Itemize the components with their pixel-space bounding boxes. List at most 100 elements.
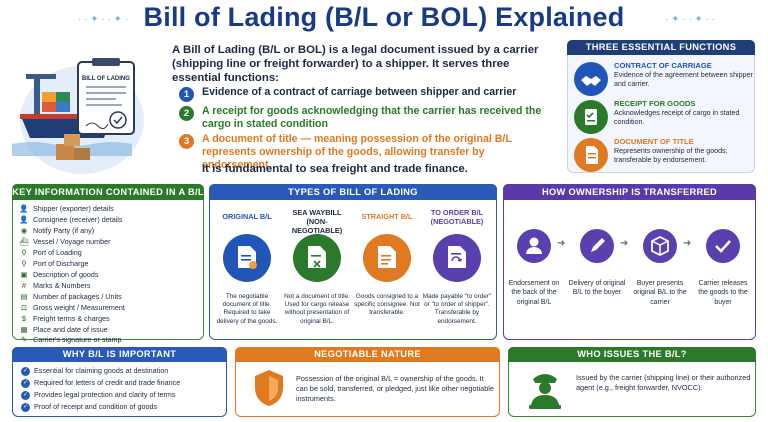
function-badge: 3 — [179, 134, 194, 149]
check-icon — [706, 229, 740, 263]
essential-item-title: DOCUMENT OF TITLE — [614, 137, 694, 146]
function-text: Evidence of a contract of carriage betwe… — [202, 86, 517, 98]
key-info-item: ◉Notify Party (if any) — [20, 226, 95, 235]
tag-icon: # — [21, 281, 27, 290]
key-info-item: 👤Consignee (receiver) details — [19, 215, 123, 224]
function-badge: 2 — [179, 106, 194, 121]
issuer-header: WHO ISSUES THE B/L? — [508, 347, 756, 362]
essential-item-desc: Represents ownership of the goods; trans… — [614, 147, 728, 164]
key-info-item: ▦Place and date of issue — [20, 325, 108, 334]
check-bullet-icon: ✓ — [21, 366, 30, 376]
type-title: STRAIGHT B/L — [361, 212, 413, 221]
key-info-item: ⚲Port of Discharge — [19, 259, 88, 269]
type-desc: Goods consigned to a specific consignee.… — [354, 293, 420, 317]
essential-item-title: CONTRACT OF CARRIAGE — [614, 61, 712, 70]
ownership-header: HOW OWNERSHIP IS TRANSFERRED — [503, 184, 756, 200]
essential-functions-header: THREE ESSENTIAL FUNCTIONS — [567, 40, 755, 55]
types-header: TYPES OF BILL OF LADING — [209, 184, 497, 200]
straight-doc-icon — [363, 234, 411, 282]
type-original: ORIGINAL B/L — [212, 209, 282, 222]
transfer-doc-icon — [433, 234, 481, 282]
waybill-icon — [293, 234, 341, 282]
handshake-icon — [574, 62, 608, 96]
cargo-ship-illustration: BILL OF LADING — [12, 58, 144, 174]
negotiable-text: Possession of the original B/L = ownersh… — [296, 374, 494, 403]
user-icon: 👤 — [19, 204, 29, 213]
key-info-item: ⚖Gross weight / Measurement — [20, 303, 125, 312]
bell-icon: ◉ — [20, 226, 28, 235]
type-straight: STRAIGHT B/L — [352, 209, 422, 222]
ownership-step-text: Carrier releases the goods to the buyer — [698, 280, 748, 306]
pen-icon — [580, 229, 614, 263]
essential-functions-panel: THREE ESSENTIAL FUNCTIONS CONTRACT OF CA… — [567, 40, 755, 173]
why-item: ✓Essential for claiming goods at destina… — [21, 366, 169, 376]
package-icon — [643, 229, 677, 263]
type-sea-waybill: SEA WAYBILL (NON-NEGOTIABLE) — [282, 208, 352, 235]
page-title: Bill of Lading (B/L or BOL) Explained — [143, 2, 625, 32]
scale-icon: ⚖ — [20, 303, 28, 312]
check-bullet-icon: ✓ — [21, 402, 30, 412]
person-icon — [517, 229, 551, 263]
pin-icon: ⚲ — [21, 259, 27, 268]
conclusion-text: It is fundamental to sea freight and tra… — [202, 163, 468, 175]
negotiable-header: NEGOTIABLE NATURE — [235, 347, 500, 362]
key-info-item: ✎Carrier's signature or stamp — [20, 335, 122, 344]
check-bullet-icon: ✓ — [21, 378, 30, 388]
money-icon: $ — [21, 314, 27, 323]
essential-item-desc: Evidence of the agreement between shippe… — [614, 71, 753, 88]
key-info-item: $Freight terms & charges — [19, 314, 110, 324]
signature-icon: ✎ — [20, 335, 28, 344]
issuer-panel: WHO ISSUES THE B/L? Issued by the carrie… — [508, 347, 756, 417]
captain-icon — [529, 374, 561, 409]
negotiable-panel: NEGOTIABLE NATURE Possession of the orig… — [235, 347, 500, 417]
issuer-text: Issued by the carrier (shipping line) or… — [576, 373, 751, 392]
ship-icon: ⛴ — [19, 237, 29, 246]
why-item: ✓Proof of receipt and condition of goods — [21, 402, 158, 412]
essential-item-desc: Acknowledges receipt of cargo in stated … — [614, 109, 740, 126]
arrow-right-icon: ➜ — [557, 238, 566, 249]
shield-icon — [255, 370, 283, 406]
check-bullet-icon: ✓ — [21, 390, 30, 400]
essential-item-contract: CONTRACT OF CARRIAGE Evidence of the agr… — [574, 60, 753, 98]
user-icon: 👤 — [19, 215, 29, 224]
why-important-panel: WHY B/L IS IMPORTANT ✓Essential for clai… — [12, 347, 227, 417]
type-desc: The negotiable document of title. Requir… — [216, 293, 278, 325]
type-title: SEA WAYBILL (NON-NEGOTIABLE) — [291, 208, 343, 235]
type-desc: Made payable "to order" or "to order of … — [422, 293, 492, 325]
stack-icon: ▤ — [20, 292, 28, 301]
key-info-item: ⛴Vessel / Voyage number — [19, 237, 111, 246]
essential-item-title: RECEIPT FOR GOODS — [614, 99, 696, 108]
ownership-step-text: Delivery of original B/L to the buyer — [568, 280, 626, 297]
function-text: A document of title — meaning possession… — [202, 133, 512, 171]
arrow-right-icon: ➜ — [683, 238, 692, 249]
box-icon: ▣ — [20, 270, 28, 279]
calendar-icon: ▦ — [20, 325, 28, 334]
arrow-right-icon: ➜ — [620, 238, 629, 249]
function-badge: 1 — [179, 87, 194, 102]
type-to-order: TO ORDER B/L (NEGOTIABLE) — [422, 208, 492, 227]
ownership-step-text: Endorsement on the back of the original … — [508, 280, 560, 306]
function-text: A receipt for goods acknowledging that t… — [202, 105, 542, 130]
pin-icon: ⚲ — [21, 248, 27, 257]
certificate-icon — [223, 234, 271, 282]
key-info-panel: KEY INFORMATION CONTAINED IN A B/L 👤Ship… — [12, 184, 204, 344]
essential-item-title-doc: DOCUMENT OF TITLE Represents ownership o… — [574, 136, 752, 174]
key-info-item: ▤Number of packages / Units — [20, 292, 122, 301]
document-icon — [574, 138, 608, 172]
key-info-item: ▣Description of goods — [20, 270, 99, 279]
type-title: ORIGINAL B/L — [222, 212, 272, 221]
types-panel: TYPES OF BILL OF LADING ORIGINAL B/L SEA… — [209, 184, 497, 340]
key-info-item: ⚲Port of Loading — [19, 248, 82, 258]
why-item: ✓Provides legal protection and clarity o… — [21, 390, 176, 400]
key-info-header: KEY INFORMATION CONTAINED IN A B/L — [12, 184, 204, 200]
why-header: WHY B/L IS IMPORTANT — [12, 347, 227, 362]
key-info-item: #Marks & Numbers — [19, 281, 91, 291]
clipboard-icon — [574, 100, 608, 134]
intro-text: A Bill of Lading (B/L or BOL) is a legal… — [172, 44, 539, 85]
ownership-panel: HOW OWNERSHIP IS TRANSFERRED ➜ ➜ ➜ Endor… — [503, 184, 756, 340]
types-icons — [223, 234, 481, 282]
type-title: TO ORDER B/L (NEGOTIABLE) — [430, 208, 484, 226]
type-desc: Not a document of title. Used for cargo … — [284, 293, 350, 325]
ownership-step-text: Buyer presents original B/L to the carri… — [633, 280, 687, 306]
hero-illustration: BILL OF LADING — [12, 44, 166, 178]
